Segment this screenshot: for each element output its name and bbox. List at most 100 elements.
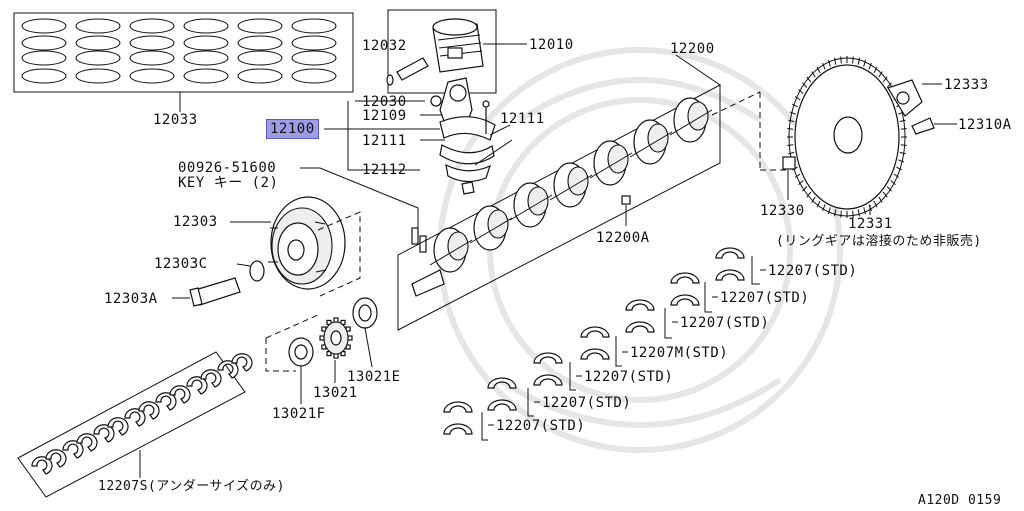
label-00926-51600[interactable]: 00926-51600 <box>178 160 277 176</box>
piston-ring-icon <box>75 50 121 66</box>
piston-ring-icon <box>75 18 121 34</box>
label-12111-left[interactable]: 12111 <box>362 133 407 149</box>
undersize-bearing-icon <box>200 369 222 388</box>
label-12200[interactable]: 12200 <box>670 41 715 57</box>
label-12331[interactable]: 12331 <box>848 216 893 232</box>
crank-throw <box>629 119 673 165</box>
bearing-shell-icon <box>715 247 745 259</box>
crankshaft[interactable] <box>397 54 790 331</box>
label-13021[interactable]: 13021 <box>313 385 358 401</box>
piston-ring-icon <box>75 35 121 51</box>
bearing-brackets <box>481 256 766 441</box>
label-bearing-1[interactable]: 12207(STD) <box>768 263 858 279</box>
label-12303[interactable]: 12303 <box>173 214 218 230</box>
bearing-shell-icon <box>487 377 517 389</box>
label-bearing-6[interactable]: 12207(STD) <box>542 395 632 411</box>
label-12330[interactable]: 12330 <box>760 203 805 219</box>
piston-ring-icon <box>183 50 229 66</box>
undersize-bearing-icon <box>62 440 84 459</box>
label-12331-note: (リングギアは溶接のため非販売) <box>776 234 982 249</box>
label-12111-right[interactable]: 12111 <box>500 111 545 127</box>
main-bearings[interactable] <box>443 247 745 435</box>
crank-sprocket[interactable] <box>265 297 378 404</box>
label-12200A[interactable]: 12200A <box>596 230 650 246</box>
label-13021E[interactable]: 13021E <box>347 369 401 385</box>
piston-ring-set[interactable] <box>13 12 354 93</box>
label-12207S[interactable]: 12207S(アンダーサイズのみ) <box>98 479 285 494</box>
piston-ring-icon <box>21 18 67 34</box>
piston-ring-icon <box>129 35 175 51</box>
undersize-bearing-icon <box>31 456 53 475</box>
bearing-shell-icon <box>670 294 700 306</box>
piston-ring-icon <box>183 35 229 51</box>
label-bearing-7[interactable]: 12207(STD) <box>496 418 586 434</box>
label-12030[interactable]: 12030 <box>362 94 407 110</box>
crank-throw <box>469 205 513 251</box>
label-key: KEY キー (2) <box>178 175 279 191</box>
label-12032[interactable]: 12032 <box>362 38 407 54</box>
bearing-shell-icon <box>533 352 563 364</box>
label-12310A[interactable]: 12310A <box>958 117 1012 133</box>
undersize-bearing-set[interactable] <box>17 351 253 498</box>
label-12010[interactable]: 12010 <box>529 37 574 53</box>
crank-throw <box>509 182 553 228</box>
crank-snout <box>411 269 445 297</box>
undersize-bearing-icon <box>93 424 115 443</box>
piston-ring-icon <box>291 18 337 34</box>
flywheel[interactable] <box>782 56 957 218</box>
bearing-shell-icon <box>443 423 473 435</box>
piston-ring-icon <box>129 68 175 84</box>
label-12109[interactable]: 12109 <box>362 108 407 124</box>
piston-ring-icon <box>183 68 229 84</box>
piston-assembly[interactable] <box>386 9 527 94</box>
undersize-bearing-icon <box>155 392 177 411</box>
piston-ring-icon <box>291 35 337 51</box>
label-12303A[interactable]: 12303A <box>104 291 158 307</box>
label-bearing-3[interactable]: 12207(STD) <box>680 315 770 331</box>
crank-throw <box>549 162 593 208</box>
piston-ring-icon <box>21 50 67 66</box>
label-12033[interactable]: 12033 <box>153 112 198 128</box>
bearing-shell-icon <box>625 299 655 311</box>
watermark-emblem <box>437 47 843 453</box>
bearing-shell-icon <box>580 348 610 360</box>
piston-ring-icon <box>129 18 175 34</box>
label-bearing-2[interactable]: 12207(STD) <box>720 290 810 306</box>
crank-throw <box>669 97 713 143</box>
piston-ring-icon <box>237 50 283 66</box>
connecting-rod-assembly[interactable] <box>324 77 513 195</box>
diagram-code: A120D 0159 <box>918 493 1002 508</box>
undersize-bearing-icon <box>186 376 208 395</box>
piston-ring-icon <box>237 18 283 34</box>
undersize-bearing-icon <box>217 360 239 379</box>
undersize-bearing-icon <box>124 408 146 427</box>
undersize-bearing-icon <box>138 401 160 420</box>
piston-ring-icon <box>291 68 337 84</box>
label-12112[interactable]: 12112 <box>362 162 407 178</box>
piston-ring-icon <box>237 68 283 84</box>
bearing-shell-icon <box>580 326 610 338</box>
bearing-shell-icon <box>487 399 517 411</box>
piston-ring-icon <box>75 68 121 84</box>
piston-ring-icon <box>21 68 67 84</box>
label-12100-highlighted[interactable]: 12100 <box>266 119 319 139</box>
label-bearing-4[interactable]: 12207M(STD) <box>630 345 729 361</box>
undersize-bearing-icon <box>231 353 253 372</box>
piston-ring-icon <box>129 50 175 66</box>
undersize-bearing-icon <box>107 417 129 436</box>
undersize-bearing-icon <box>76 433 98 452</box>
piston-ring-icon <box>21 35 67 51</box>
bearing-shell-icon <box>625 321 655 333</box>
bearing-shell-icon <box>533 374 563 386</box>
bearing-shell-icon <box>715 269 745 281</box>
bearing-shell-icon <box>443 401 473 413</box>
label-13021F[interactable]: 13021F <box>272 406 326 422</box>
crank-pulley[interactable] <box>172 196 361 307</box>
undersize-bearing-icon <box>169 385 191 404</box>
label-bearing-5[interactable]: 12207(STD) <box>584 369 674 385</box>
label-12303C[interactable]: 12303C <box>154 256 208 272</box>
label-12333[interactable]: 12333 <box>944 77 989 93</box>
crank-throw <box>589 140 633 186</box>
